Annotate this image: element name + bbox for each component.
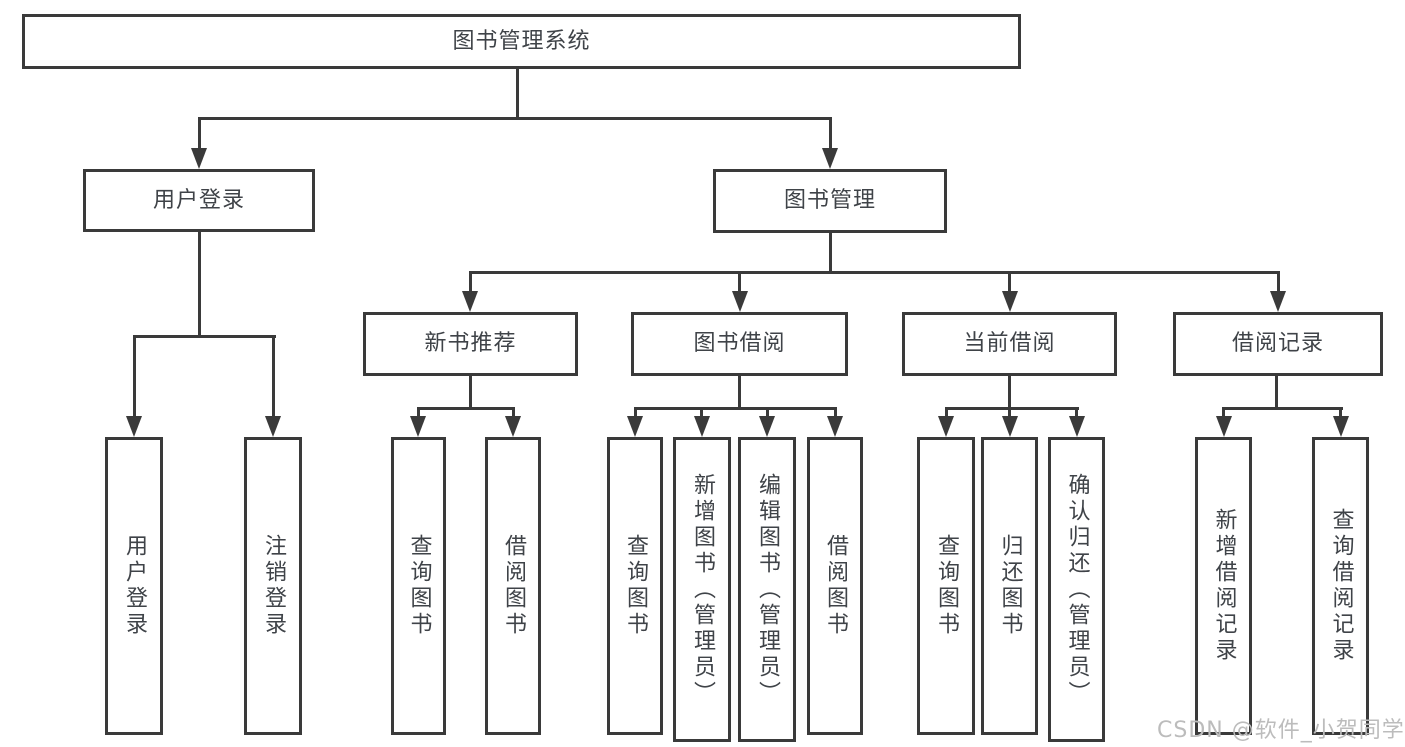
leaf-label: 确认归还（管理员）: [1064, 472, 1090, 707]
node-label: 借阅记录: [1231, 331, 1324, 356]
node-new-book-recommend: 新书推荐: [363, 312, 578, 376]
leaf-label: 查询图书: [623, 534, 648, 638]
connector-line: [633, 409, 637, 418]
node-user-login: 用户登录: [83, 169, 315, 232]
leaf-label: 借阅图书: [823, 534, 848, 638]
connector-line: [700, 409, 703, 418]
arrow-down-icon: [1215, 416, 1232, 437]
arrow-down-icon: [191, 148, 207, 169]
leaf-label: 编辑图书（管理员）: [755, 472, 780, 707]
connector-line: [1339, 409, 1342, 418]
leaf-label: 查询图书: [406, 534, 432, 638]
node-label: 图书管理系统: [452, 28, 591, 54]
connector-line: [738, 273, 741, 292]
arrow-down-icon: [1001, 291, 1018, 312]
arrow-down-icon: [759, 416, 775, 437]
arrow-down-icon: [126, 416, 142, 437]
leaf-records-query-record: 查询借阅记录: [1312, 437, 1369, 735]
connector-line: [511, 409, 515, 418]
node-label: 当前借阅: [963, 331, 1056, 356]
connector-line: [197, 232, 201, 338]
arrow-down-icon: [462, 291, 478, 312]
leaf-records-add-record: 新增借阅记录: [1195, 437, 1252, 735]
leaf-label: 查询图书: [934, 534, 959, 638]
node-borrow-records: 借阅记录: [1173, 312, 1383, 376]
connector-line: [515, 69, 519, 120]
leaf-borrow-edit-books-admin: 编辑图书（管理员）: [738, 437, 796, 742]
arrow-down-icon: [827, 416, 843, 437]
leaf-label: 注销登录: [261, 534, 286, 638]
arrow-down-icon: [731, 291, 748, 312]
leaf-label: 新增借阅记录: [1211, 508, 1237, 664]
connector-line: [828, 233, 832, 273]
connector-line: [1075, 409, 1078, 418]
connector-line: [1008, 273, 1011, 292]
leaf-logout: 注销登录: [244, 437, 302, 735]
connector-line: [1008, 409, 1011, 418]
node-label: 图书借阅: [693, 331, 786, 356]
connector-line: [828, 119, 832, 150]
connector-line: [765, 409, 769, 418]
connector-line: [469, 376, 472, 410]
leaf-label: 查询借阅记录: [1328, 508, 1354, 664]
connector-line: [271, 337, 275, 418]
connector-line: [633, 407, 837, 410]
node-label: 新书推荐: [424, 331, 517, 356]
leaf-label: 新增图书（管理员）: [690, 472, 715, 707]
connector-line: [197, 117, 832, 120]
connector-line: [944, 409, 948, 418]
leaf-current-confirm-return-admin: 确认归还（管理员）: [1048, 437, 1105, 742]
node-current-borrow: 当前借阅: [902, 312, 1117, 376]
leaf-borrow-add-books-admin: 新增图书（管理员）: [673, 437, 731, 742]
connector-line: [416, 407, 515, 410]
connector-line: [1275, 376, 1278, 410]
connector-line: [197, 119, 201, 150]
arrow-down-icon: [1270, 291, 1286, 312]
arrow-down-icon: [1332, 416, 1349, 437]
arrow-down-icon: [1001, 416, 1018, 437]
leaf-newbook-query-books: 查询图书: [391, 437, 446, 735]
arrow-down-icon: [505, 416, 521, 437]
arrow-down-icon: [693, 416, 710, 437]
leaf-newbook-borrow-books: 借阅图书: [485, 437, 541, 735]
arrow-down-icon: [938, 416, 954, 437]
node-book-borrow: 图书借阅: [631, 312, 848, 376]
leaf-borrow-query-books: 查询图书: [607, 437, 663, 735]
connector-line: [132, 337, 136, 418]
node-label: 用户登录: [152, 187, 245, 213]
leaf-label: 借阅图书: [501, 534, 526, 638]
connector-line: [132, 335, 276, 338]
leaf-current-query-books: 查询图书: [917, 437, 975, 735]
connector-line: [1276, 273, 1280, 292]
arrow-down-icon: [265, 416, 281, 437]
leaf-borrow-borrow-books: 借阅图书: [807, 437, 863, 735]
connector-line: [1008, 376, 1011, 410]
arrow-down-icon: [1068, 416, 1085, 437]
node-root: 图书管理系统: [22, 14, 1021, 69]
arrow-down-icon: [822, 148, 838, 169]
connector-line: [738, 376, 741, 410]
connector-line: [1222, 407, 1343, 410]
leaf-current-return-books: 归还图书: [981, 437, 1038, 735]
leaf-label: 用户登录: [122, 534, 147, 638]
connector-line: [944, 407, 1079, 410]
node-label: 图书管理: [783, 188, 876, 213]
arrow-down-icon: [627, 416, 643, 437]
leaf-label: 归还图书: [997, 534, 1023, 638]
leaf-user-login: 用户登录: [105, 437, 163, 735]
connector-line: [833, 409, 837, 418]
connector-line: [468, 273, 472, 292]
connector-line: [468, 271, 1280, 274]
connector-line: [1222, 409, 1225, 418]
node-book-management: 图书管理: [713, 169, 947, 233]
connector-line: [416, 409, 420, 418]
watermark: CSDN @软件_小贺同学: [1157, 718, 1405, 743]
arrow-down-icon: [410, 416, 426, 437]
